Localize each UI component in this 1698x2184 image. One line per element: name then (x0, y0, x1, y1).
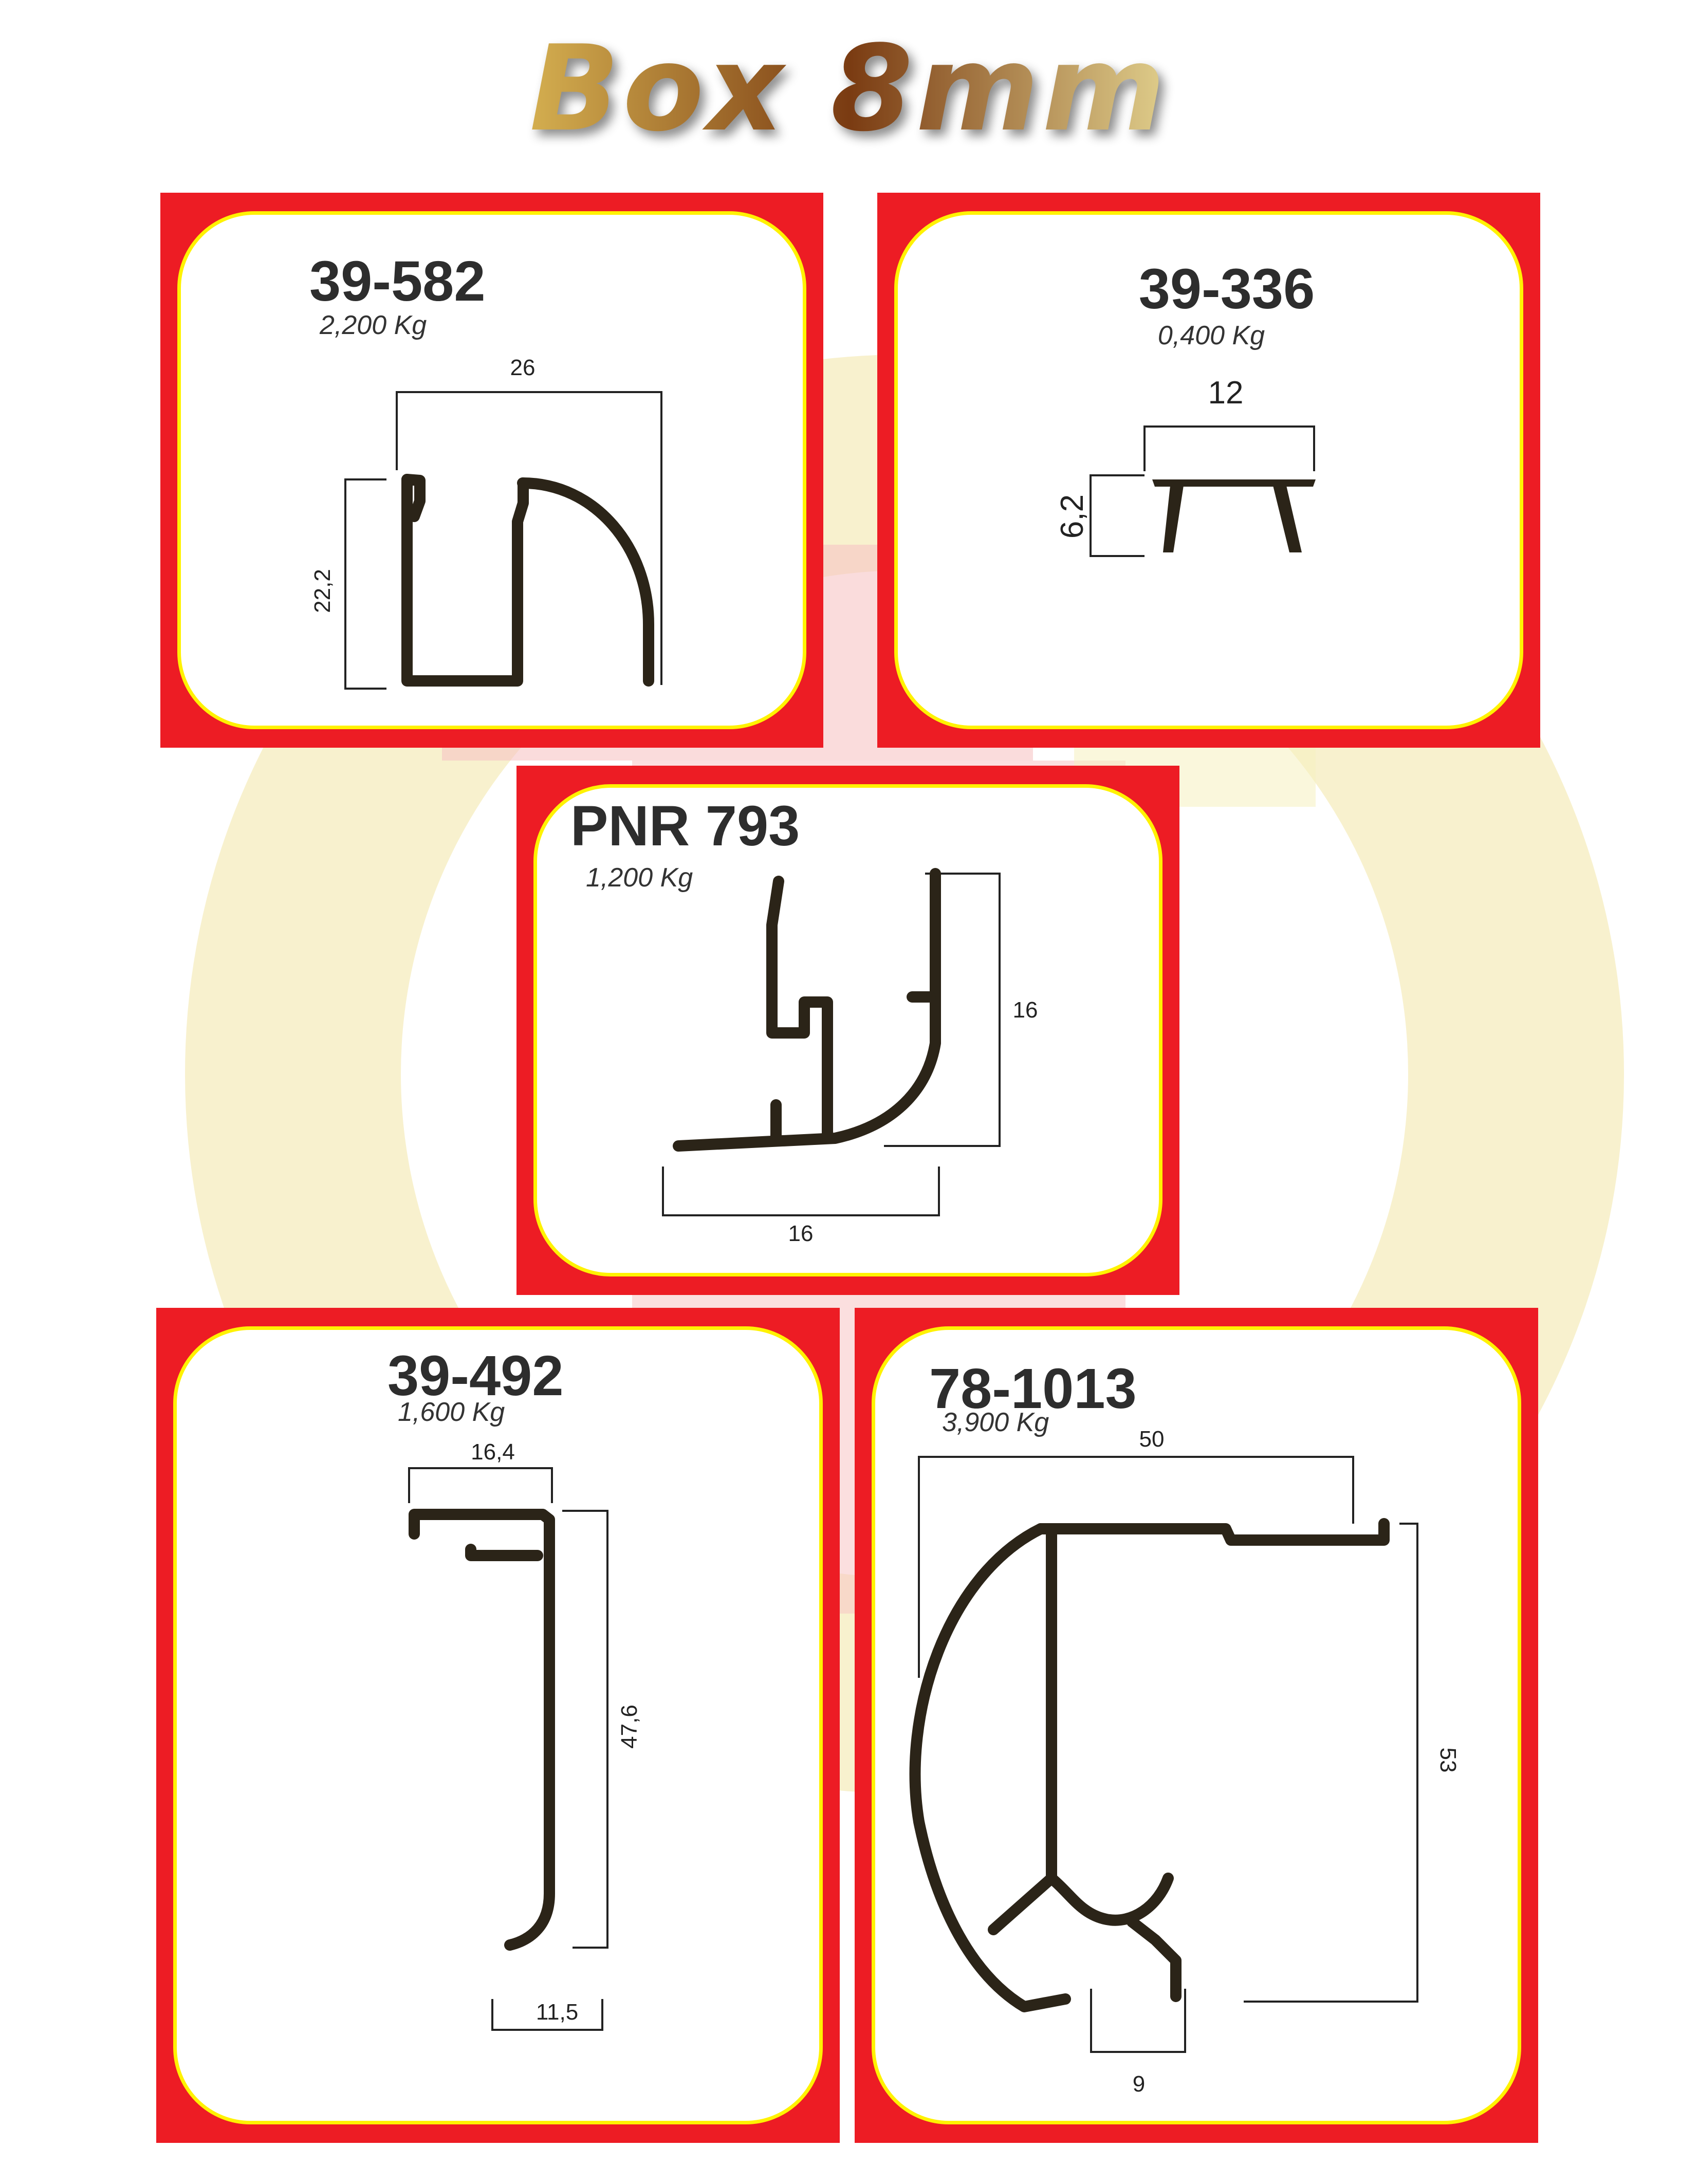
card-inner (173, 1326, 823, 2124)
dimension-height: 6,2 (1055, 494, 1090, 539)
profile-shape (988, 1873, 1057, 1935)
profile-weight: 0,400 Kg (1158, 321, 1265, 350)
card-inner (533, 784, 1162, 1276)
dimension-width: 50 (1139, 1427, 1165, 1452)
card-inner (894, 211, 1523, 729)
profile-shape (1152, 479, 1316, 487)
profile-shape (1046, 1873, 1174, 1926)
profile-code: 39-582 (309, 250, 486, 313)
page-title: Box 8mm (0, 21, 1698, 158)
dimension-height: 47,6 (617, 1705, 642, 1749)
profile-card-39-336: 39-336 0,400 Kg 12 6,2 (877, 193, 1540, 748)
profile-code: 78-1013 (929, 1357, 1137, 1420)
dimension-text: 16,4 (471, 1439, 515, 1465)
profile-shape (1035, 1518, 1390, 1546)
dimension-height: 53 (1435, 1748, 1461, 1773)
card-inner (872, 1326, 1521, 2124)
dimension-line (884, 873, 1001, 1147)
profile-shape (465, 1544, 543, 1561)
profile-drawing: 78-1013 3,900 Kg 50 53 9 (909, 1357, 1461, 2097)
profile-shape (401, 474, 529, 687)
dimension-width: 26 (510, 355, 536, 380)
profile-shape (909, 1523, 1071, 2012)
dimension-line (1244, 1523, 1418, 2003)
profile-card-39-492: 39-492 1,600 Kg 16,4 47,6 11,5 (156, 1308, 840, 2143)
profile-shape (1163, 486, 1184, 552)
profile-shape (401, 474, 426, 522)
card-inner (177, 211, 806, 729)
profile-shape (673, 868, 941, 1152)
dimension-height: 16 (1013, 997, 1038, 1023)
dimension-line (408, 1467, 553, 1503)
profile-shape (1273, 486, 1302, 552)
profile-code: PNR 793 (570, 794, 800, 858)
dimension-line (344, 478, 386, 690)
profile-drawing: 39-336 0,400 Kg 12 6,2 (1055, 257, 1316, 557)
profile-drawing: 39-582 2,200 Kg 26 22,2 (309, 250, 662, 690)
profile-drawing: 39-492 1,600 Kg 16,4 47,6 11,5 (387, 1344, 642, 2031)
dimension-width: 9 (1133, 2071, 1145, 2097)
dimension-line (662, 1167, 940, 1216)
dimension-line (562, 1510, 608, 1949)
profile-weight: 2,200 Kg (319, 310, 427, 340)
dimension-line (1090, 474, 1145, 557)
profile-shape (517, 477, 654, 687)
dimension-line (396, 391, 662, 685)
profile-weight: 1,200 Kg (586, 863, 693, 893)
profile-card-pnr-793: PNR 793 1,200 Kg 16 16 (516, 766, 1179, 1295)
dimension-width: 11,5 (536, 2000, 578, 2025)
profile-shape (409, 1509, 555, 1951)
profile-code: 39-492 (387, 1344, 564, 1408)
profile-card-78-1013: 78-1013 3,900 Kg 50 53 9 (855, 1308, 1538, 2143)
dimension-line (1143, 425, 1315, 471)
profile-weight: 3,900 Kg (942, 1408, 1049, 1437)
dimension-line (1090, 1989, 1186, 2053)
dimension-line (491, 1999, 603, 2031)
dimension-width: 12 (1208, 375, 1244, 411)
profile-weight: 1,600 Kg (398, 1397, 505, 1427)
profile-shape (1127, 1916, 1182, 2002)
profile-code: 39-336 (1139, 257, 1315, 321)
dimension-width: 16 (788, 1221, 814, 1246)
dimension-line (918, 1456, 1354, 1678)
profile-card-39-582: 39-582 2,200 Kg 26 22,2 (160, 193, 823, 748)
profile-shape (766, 876, 833, 1144)
dimension-height: 22,2 (310, 569, 335, 613)
profile-drawing: PNR 793 1,200 Kg 16 16 (570, 794, 1038, 1246)
